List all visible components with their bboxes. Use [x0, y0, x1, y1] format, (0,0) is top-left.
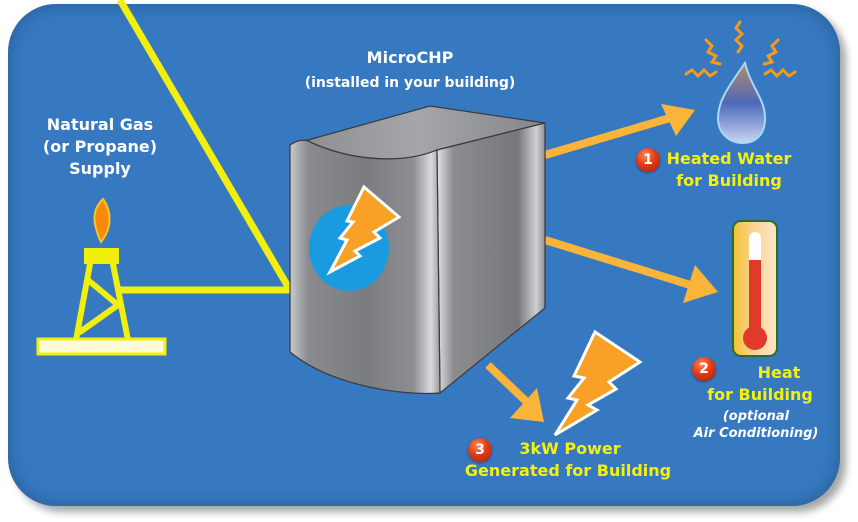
heat-label-line-2: for Building: [707, 385, 813, 404]
gas-rig-icon: [36, 197, 167, 356]
power-label-line-1: 3kW Power: [519, 439, 621, 458]
badge-3: 3: [468, 438, 492, 462]
lightning-bolt-icon: [553, 329, 643, 437]
power-label-line-2: Generated for Building: [464, 461, 672, 480]
microchp-subtitle: (installed in your building): [304, 75, 516, 91]
gas-supply-label-line-2: (or Propane): [42, 137, 158, 156]
thermometer-icon: [732, 220, 778, 357]
badge-2: 2: [692, 357, 716, 381]
air-conditioning-note-line-2: Air Conditioning): [693, 426, 819, 441]
gas-pipe: [116, 0, 294, 292]
microchp-unit-icon: [289, 105, 546, 395]
arrow-to-power: [485, 362, 544, 422]
air-conditioning-note: (optional Air Conditioning): [686, 408, 826, 442]
heated-water-label: Heated Water for Building: [664, 148, 794, 192]
arrow-to-heat: [543, 236, 718, 303]
gas-supply-label: Natural Gas (or Propane) Supply: [30, 114, 170, 180]
heated-water-label-line-1: Heated Water: [666, 149, 792, 168]
water-drop-icon: [684, 20, 797, 145]
power-label: 3kW Power Generated for Building: [448, 438, 688, 482]
heat-label-line-1: Heat: [757, 363, 801, 382]
badge-1: 1: [636, 148, 660, 172]
microchp-title: MicroCHP: [366, 48, 454, 67]
arrow-to-water: [543, 104, 695, 159]
heat-label: Heat for Building: [690, 362, 830, 406]
gas-supply-label-line-3: Supply: [69, 159, 131, 178]
heated-water-label-line-2: for Building: [676, 171, 782, 190]
air-conditioning-note-line-1: (optional: [722, 409, 790, 424]
gas-supply-label-line-1: Natural Gas: [46, 115, 154, 134]
logo-bolt-icon: [326, 184, 402, 276]
